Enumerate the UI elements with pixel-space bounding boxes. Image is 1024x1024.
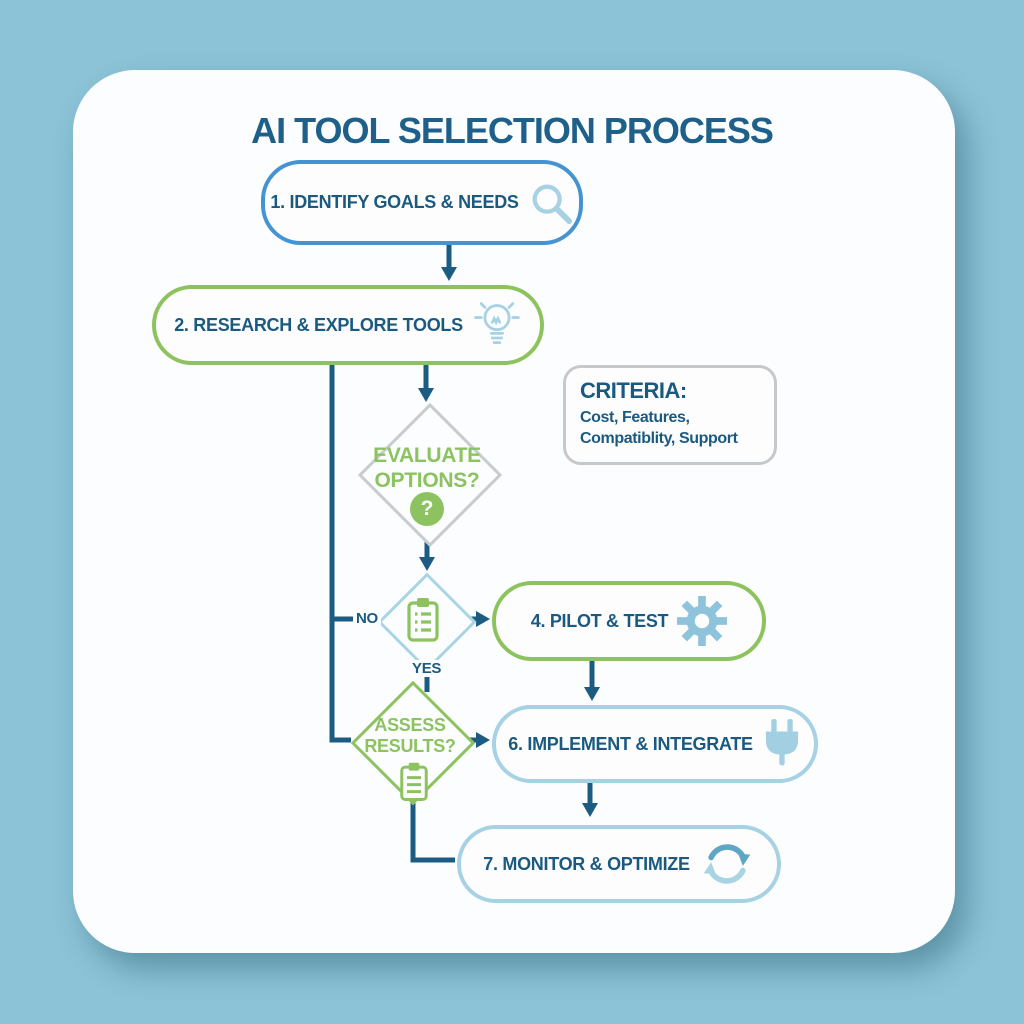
arrowhead-step7 — [582, 803, 598, 817]
node-step6-implement-integrate: 6. IMPLEMENT & INTEGRATE — [492, 705, 818, 783]
branch-label-no: NO — [353, 610, 381, 627]
connector-assess-step7 — [410, 800, 455, 863]
node-step4-pilot-test: 4. PILOT & TEST — [492, 581, 766, 661]
refresh-icon — [699, 836, 755, 892]
step7-label: 7. MONITOR & OPTIMIZE — [483, 853, 690, 874]
assess-line2: RESULTS? — [364, 736, 456, 757]
connector-loop-left — [329, 355, 351, 743]
arrowhead-step6-top — [584, 687, 600, 701]
arrowhead-evaluate — [418, 388, 434, 402]
plug-icon — [762, 719, 802, 769]
assess-line1: ASSESS — [374, 715, 446, 735]
diagram-title: AI TOOL SELECTION PROCESS — [251, 110, 774, 151]
arrowhead-step2 — [441, 267, 457, 281]
criteria-note: CRITERIA: Cost, Features, Compatiblity, … — [563, 365, 777, 465]
node-step1-identify-goals: 1. IDENTIFY GOALS & NEEDS — [261, 160, 583, 245]
criteria-heading: CRITERIA: — [580, 378, 687, 403]
clipboard-icon — [404, 596, 442, 644]
question-glyph: ? — [420, 497, 434, 520]
clipboard-icon — [398, 761, 430, 803]
step1-label: 1. IDENTIFY GOALS & NEEDS — [270, 192, 519, 212]
branch-label-yes: YES — [409, 660, 445, 677]
arrowhead-step4 — [476, 611, 490, 627]
criteria-line2: Compatiblity, Support — [580, 430, 738, 447]
search-icon — [528, 180, 574, 226]
assess-results-text: ASSESS RESULTS? — [345, 715, 475, 757]
step2-label: 2. RESEARCH & EXPLORE TOOLS — [174, 314, 463, 335]
node-step2-research-tools: 2. RESEARCH & EXPLORE TOOLS — [152, 285, 544, 365]
evaluate-options-text: EVALUATE OPTIONS? — [357, 444, 497, 494]
arrowhead-checklist — [419, 557, 435, 571]
evaluate-line2: OPTIONS? — [374, 468, 480, 492]
step4-label: 4. PILOT & TEST — [530, 610, 669, 631]
evaluate-line1: EVALUATE — [373, 444, 481, 467]
arrowhead-step6-left — [476, 732, 490, 748]
criteria-line1: Cost, Features, — [580, 409, 690, 426]
step6-label: 6. IMPLEMENT & INTEGRATE — [508, 733, 753, 754]
lightbulb-icon — [472, 299, 522, 351]
node-step7-monitor-optimize: 7. MONITOR & OPTIMIZE — [457, 825, 781, 903]
question-icon: ? — [410, 492, 444, 526]
gear-icon — [677, 596, 728, 646]
